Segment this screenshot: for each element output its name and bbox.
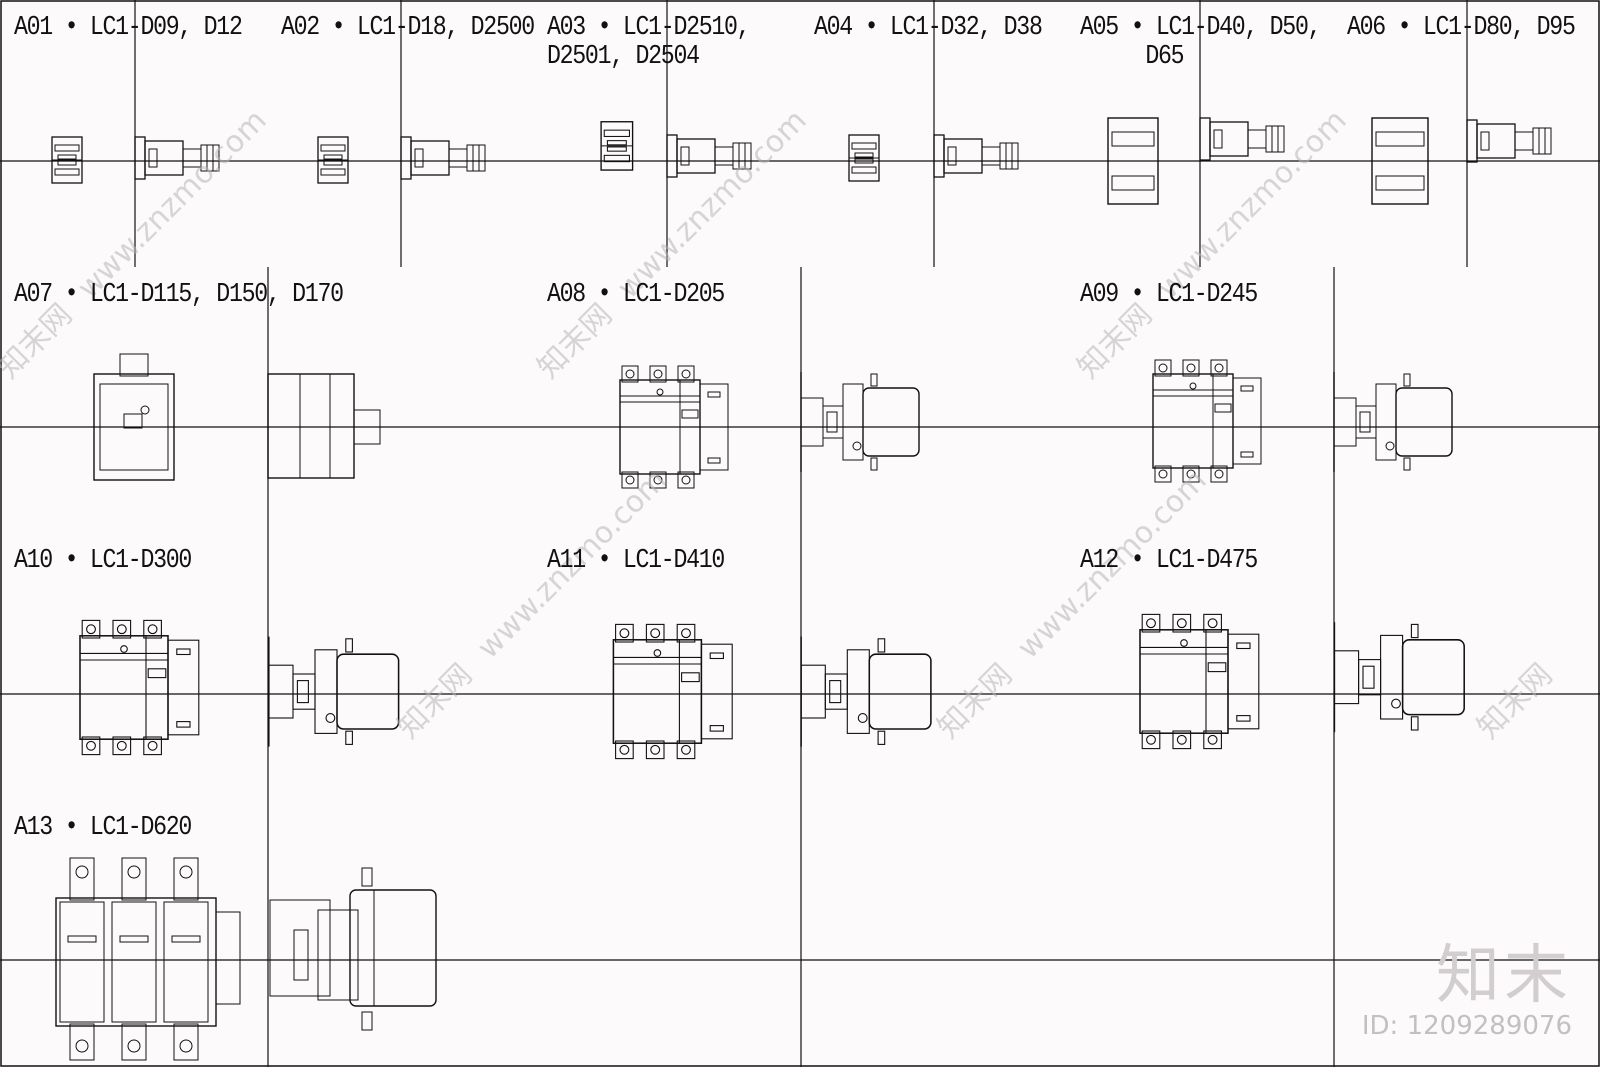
a13-drawing [55, 857, 437, 1061]
wm-cn-2: 知末网 [531, 297, 619, 385]
cell-code: A04 [814, 13, 853, 43]
cell-code: A08 [547, 280, 586, 310]
bullet: • [64, 13, 79, 43]
cell-code: A11 [547, 546, 586, 576]
cell-code: A10 [14, 546, 53, 576]
bullet: • [597, 546, 612, 576]
wm-url-1: www.znzmo.com [71, 103, 274, 306]
cell-code: A05 [1080, 13, 1119, 43]
a09-drawing [1152, 359, 1453, 483]
bullet: • [597, 13, 612, 43]
bullet: • [1130, 546, 1145, 576]
cell-model: LC1-D300 [89, 546, 192, 576]
wm-cn-3: 知末网 [1071, 297, 1159, 385]
cell-label: A12 • LC1-D475 [1080, 546, 1258, 576]
bullet: • [64, 280, 79, 310]
cell-model: LC1-D620 [89, 813, 192, 843]
wm-cn-6: 知末网 [1471, 657, 1559, 745]
a06-drawing [1371, 117, 1552, 205]
cell-label: A09 • LC1-D245 [1080, 280, 1258, 310]
cell-label: A13 • LC1-D620 [14, 813, 192, 843]
a04-drawing [848, 134, 1019, 182]
cell-code: A03 [547, 13, 586, 43]
wm-cn-1: 知末网 [0, 297, 79, 385]
cell-label: A05 • LC1-D40, D50, D65 [1080, 13, 1322, 72]
cell-label: A01 • LC1-D09, D12 [14, 13, 243, 43]
bullet: • [1130, 13, 1145, 43]
a02-drawing [317, 136, 486, 184]
wm-url-2: www.znzmo.com [611, 103, 814, 306]
wm-url-3: www.znzmo.com [1151, 103, 1354, 306]
cell-model: LC1-D2510, [622, 13, 751, 43]
bullet: • [864, 13, 879, 43]
a05-drawing [1107, 117, 1285, 205]
cell-code: A13 [14, 813, 53, 843]
a10-drawing [79, 619, 400, 756]
brand-logo: 知末 [1436, 939, 1572, 1013]
cell-model: LC1-D32, D38 [889, 13, 1043, 43]
cell-label: A04 • LC1-D32, D38 [814, 13, 1043, 43]
cell-label: A03 • LC1-D2510, D2501, D2504 [547, 13, 751, 72]
wm-cn-5: 知末网 [931, 657, 1019, 745]
bullet: • [64, 813, 79, 843]
a12-drawing [1139, 613, 1465, 750]
bullet: • [64, 546, 79, 576]
bullet: • [1397, 13, 1412, 43]
wm-cn-4: 知末网 [391, 657, 479, 745]
cell-label: A08 • LC1-D205 [547, 280, 725, 310]
cell-code: A09 [1080, 280, 1119, 310]
cell-model-line2: D2501, D2504 [547, 42, 700, 72]
cell-code: A02 [281, 13, 320, 43]
cell-model: LC1-D475 [1155, 546, 1258, 576]
cell-label: A06 • LC1-D80, D95 [1347, 13, 1576, 43]
cell-code: A06 [1347, 13, 1386, 43]
bullet: • [597, 280, 612, 310]
cell-model: LC1-D18, D2500 [356, 13, 535, 43]
cell-model-line2: D65 [1145, 42, 1184, 72]
cell-model: LC1-D245 [1155, 280, 1258, 310]
cell-code: A07 [14, 280, 53, 310]
cell-label: A07 • LC1-D115, D150, D170 [14, 280, 344, 310]
watermark-layer: 知末网 www.znzmo.com 知末网 www.znzmo.com 知末网 … [0, 103, 1559, 746]
cell-label: A10 • LC1-D300 [14, 546, 192, 576]
cell-model: LC1-D80, D95 [1422, 13, 1576, 43]
image-id: ID: 1209289076 [1361, 1011, 1572, 1041]
cell-model: LC1-D205 [622, 280, 725, 310]
bullet: • [331, 13, 346, 43]
cell-label: A11 • LC1-D410 [547, 546, 725, 576]
cell-model: LC1-D40, D50, [1155, 13, 1322, 43]
brand-watermark: 知末 ID: 1209289076 [1362, 941, 1572, 1041]
cell-code: A12 [1080, 546, 1119, 576]
cell-model: LC1-D115, D150, D170 [89, 280, 344, 310]
a11-drawing [612, 623, 932, 760]
cell-model: LC1-D410 [622, 546, 725, 576]
cell-label: A02 • LC1-D18, D2500 [281, 13, 535, 43]
a07-drawing [93, 353, 381, 481]
cell-code: A01 [14, 13, 53, 43]
bullet: • [1130, 280, 1145, 310]
cell-model: LC1-D09, D12 [89, 13, 243, 43]
